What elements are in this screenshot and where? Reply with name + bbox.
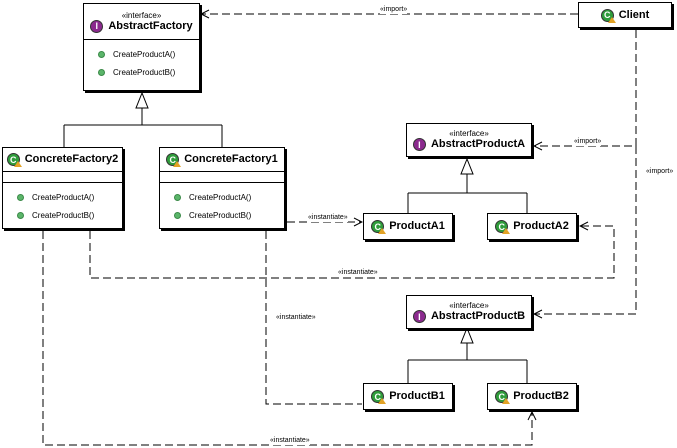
import-label-abstract-product-b: «import» [646, 168, 674, 176]
concrete-factory-1-class[interactable]: C ConcreteFactory1 CreateProductA() Crea… [159, 147, 285, 229]
generalization-product-a [407, 157, 528, 213]
public-method-icon [17, 193, 24, 201]
client-import-abstract-product-b [534, 146, 637, 314]
stereotype-label: «interface» [121, 10, 162, 20]
abstract-product-a-header: «interface» I AbstractProductA [407, 124, 531, 156]
class-name: ConcreteFactory1 [184, 153, 278, 165]
class-icon: C [495, 220, 511, 234]
class-icon: C [600, 8, 616, 23]
public-method-icon [174, 211, 181, 219]
instantiate-label-product-a1: «instantiate» [308, 214, 348, 222]
operation: CreateProductB() [84, 63, 199, 81]
cf2-instantiate-product-b2 [42, 231, 532, 446]
interface-icon: I [90, 19, 104, 33]
import-label-abstract-factory: «import» [380, 6, 408, 14]
cf2-instantiate-product-a2 [89, 226, 615, 279]
stereotype-label: «interface» [449, 129, 489, 138]
generalization-product-b [407, 326, 528, 383]
instantiate-label-product-b1: «instantiate» [276, 314, 316, 322]
operations-list: CreateProductA() CreateProductB() [3, 183, 122, 224]
product-a1-class[interactable]: C ProductA1 [363, 213, 453, 240]
interface-icon: I [412, 310, 426, 323]
operation: CreateProductA() [84, 45, 199, 63]
class-name: ConcreteFactory2 [24, 153, 119, 165]
class-name: ProductB1 [389, 390, 445, 402]
class-name: AbstractFactory [108, 19, 193, 32]
operations-list: CreateProductA() CreateProductB() [160, 183, 284, 224]
operation: CreateProductB() [3, 206, 122, 224]
interface-icon: I [412, 138, 426, 151]
class-icon: C [371, 390, 387, 404]
product-a2-class[interactable]: C ProductA2 [487, 213, 577, 240]
attributes-compartment [160, 172, 284, 183]
abstract-factory-interface[interactable]: «interface» I AbstractFactory CreateProd… [83, 3, 200, 91]
concrete-factory-2-class[interactable]: C ConcreteFactory2 CreateProductA() Crea… [2, 147, 123, 229]
product-b2-class[interactable]: C ProductB2 [487, 383, 577, 410]
client-import-abstract-product-a [534, 30, 637, 146]
abstract-product-b-interface[interactable]: «interface» I AbstractProductB [406, 295, 532, 329]
product-a1-header: C ProductA1 [364, 214, 452, 239]
concrete-factory-2-header: C ConcreteFactory2 [3, 148, 122, 172]
abstract-product-a-interface[interactable]: «interface» I AbstractProductA [406, 123, 532, 157]
class-name: AbstractProductA [430, 138, 526, 150]
operation: CreateProductB() [160, 206, 284, 224]
class-name: ProductB2 [513, 390, 569, 402]
cf1-instantiate-product-b1 [265, 231, 362, 405]
class-icon: C [6, 153, 22, 167]
operation: CreateProductA() [160, 188, 284, 206]
import-label-abstract-product-a: «import» [574, 138, 602, 146]
product-a2-header: C ProductA2 [488, 214, 576, 239]
public-method-icon [98, 68, 105, 76]
client-header: C Client [579, 3, 671, 27]
product-b1-header: C ProductB1 [364, 384, 452, 409]
concrete-factory-1-header: C ConcreteFactory1 [160, 148, 284, 172]
public-method-icon [98, 50, 105, 58]
class-icon: C [371, 220, 387, 234]
instantiate-label-product-a2: «instantiate» [338, 269, 378, 277]
attributes-compartment [3, 172, 122, 183]
generalization-factories [63, 91, 223, 147]
class-name: Client [618, 8, 650, 21]
class-name: ProductA1 [389, 220, 445, 232]
stereotype-label: «interface» [449, 301, 489, 310]
class-name: AbstractProductB [430, 310, 526, 322]
public-method-icon [17, 211, 24, 219]
public-method-icon [174, 193, 181, 201]
product-b2-header: C ProductB2 [488, 384, 576, 409]
class-name: ProductA2 [513, 220, 569, 232]
abstract-product-b-header: «interface» I AbstractProductB [407, 296, 531, 328]
client-class[interactable]: C Client [578, 2, 672, 28]
operations-list: CreateProductA() CreateProductB() [84, 40, 199, 81]
class-icon: C [495, 390, 511, 404]
class-icon: C [166, 153, 182, 167]
abstract-factory-header: «interface» I AbstractFactory [84, 4, 199, 40]
operation: CreateProductA() [3, 188, 122, 206]
product-b1-class[interactable]: C ProductB1 [363, 383, 453, 410]
instantiate-label-product-b2: «instantiate» [270, 437, 310, 445]
